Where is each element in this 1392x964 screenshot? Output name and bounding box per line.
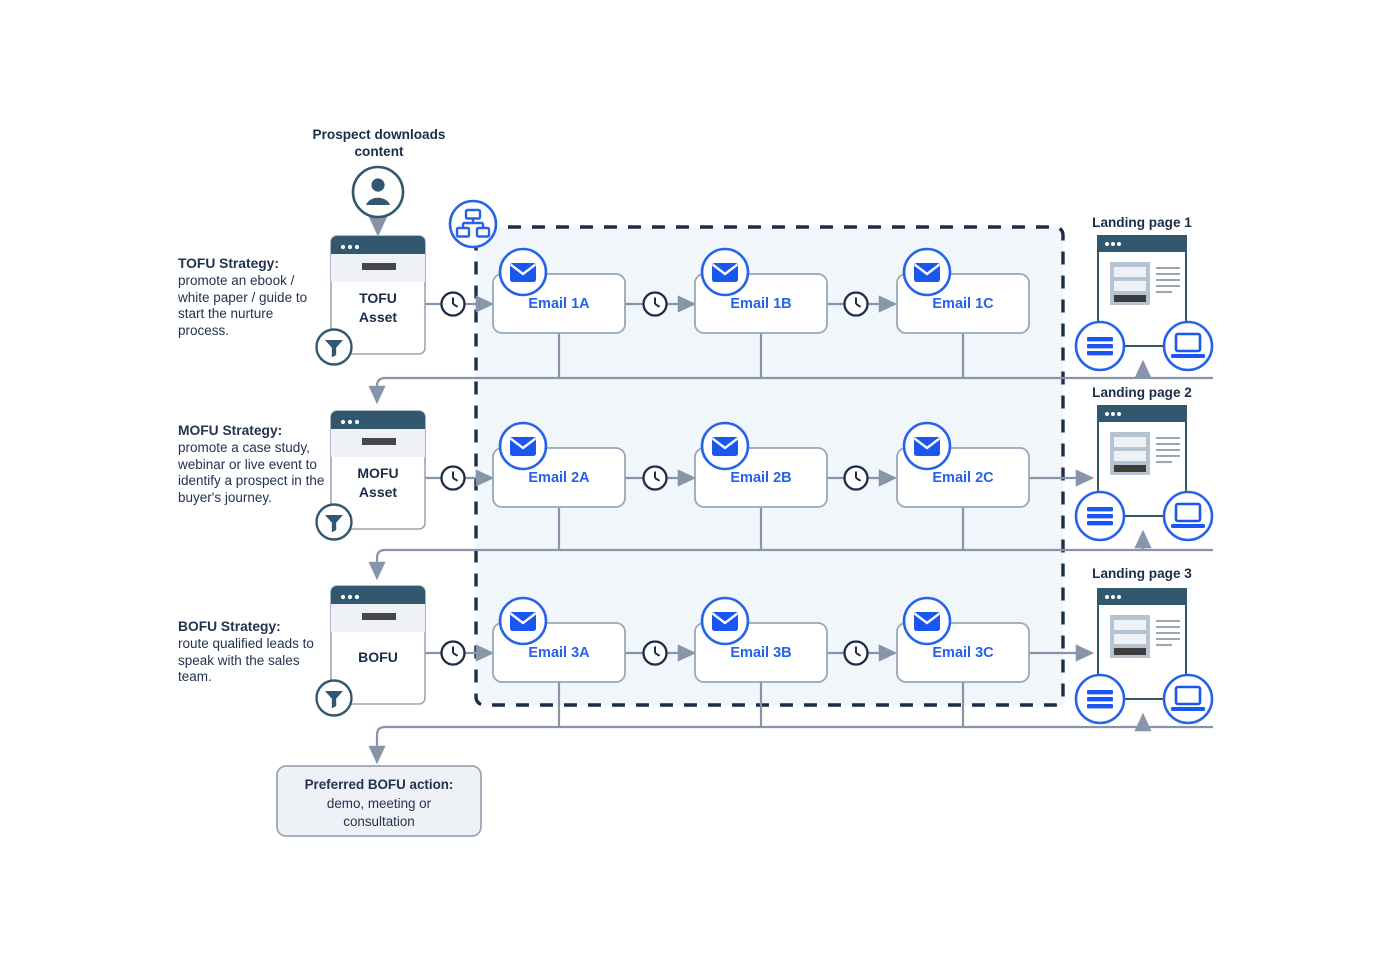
clock-icon-mofu-2 (642, 465, 668, 491)
prospect-downloads-label: Prospect downloads content (296, 126, 462, 160)
strategy-body-bofu: route qualified leads to speak with the … (178, 635, 314, 685)
clock-icon-bofu-3 (843, 640, 869, 666)
menu-icon-landing-1 (1074, 320, 1126, 372)
laptop-icon-landing-3 (1162, 673, 1214, 725)
asset-label-tofu-line1: TOFU (359, 290, 397, 306)
strategy-title-mofu: MOFU Strategy: (178, 423, 283, 438)
row-bofu-connectors (368, 644, 1213, 765)
asset-label-mofu-line1: MOFU (357, 465, 399, 481)
asset-card-mofu[interactable] (330, 410, 426, 530)
asset-label-tofu: TOFU Asset (330, 289, 426, 327)
preferred-bofu-action-line1: demo, meeting or (326, 795, 432, 811)
email-label-1b: Email 1B (730, 296, 792, 312)
envelope-icon-1a (498, 247, 548, 297)
preferred-bofu-action-box[interactable] (276, 765, 482, 837)
preferred-bofu-action-line2: consultation (343, 814, 415, 829)
email-label-3a: Email 3A (528, 645, 590, 661)
asset-card-tofu[interactable] (330, 235, 426, 355)
clock-icon-mofu-1 (440, 465, 466, 491)
strategy-text-bofu: BOFU Strategy: route qualified leads to … (178, 619, 328, 686)
clock-icon-bofu-2 (642, 640, 668, 666)
asset-label-bofu-line1: BOFU (358, 649, 398, 665)
strategy-text-tofu: TOFU Strategy: promote an ebook / white … (178, 256, 328, 340)
dashed-boundary (474, 225, 1065, 707)
funnel-icon-tofu (315, 328, 353, 366)
strategy-body-tofu: promote an ebook / white paper / guide t… (178, 272, 308, 339)
laptop-icon-landing-2 (1162, 490, 1214, 542)
person-icon (351, 165, 405, 219)
envelope-icon-1b (700, 247, 750, 297)
prospect-label-line2: content (354, 144, 404, 159)
preferred-bofu-action-title: Preferred BOFU action: (304, 777, 454, 792)
strategy-title-bofu: BOFU Strategy: (178, 619, 281, 634)
laptop-icon-landing-1 (1162, 320, 1214, 372)
asset-label-bofu: BOFU (330, 648, 426, 667)
clock-icon-tofu-1 (440, 291, 466, 317)
asset-card-bofu[interactable] (330, 585, 426, 705)
email-label-2c: Email 2C (932, 470, 994, 486)
row-tofu-connectors (367, 214, 1213, 405)
landing-page-label-1: Landing page 1 (1092, 215, 1192, 230)
row-mofu-connectors (368, 469, 1213, 581)
sitemap-icon (448, 199, 498, 249)
strategy-text-mofu: MOFU Strategy: promote a case study, web… (178, 423, 328, 507)
email-label-2a: Email 2A (528, 470, 590, 486)
email-label-3c: Email 3C (932, 645, 994, 661)
envelope-icon-3b (700, 596, 750, 646)
envelope-icon-2c (902, 421, 952, 471)
menu-icon-landing-3 (1074, 673, 1126, 725)
prospect-label-line1: Prospect downloads (312, 127, 446, 142)
clock-icon-bofu-1 (440, 640, 466, 666)
asset-label-mofu-line2: Asset (358, 484, 398, 500)
envelope-icon-3a (498, 596, 548, 646)
funnel-icon-mofu (315, 503, 353, 541)
strategy-title-tofu: TOFU Strategy: (178, 256, 279, 271)
envelope-icon-1c (902, 247, 952, 297)
asset-label-mofu: MOFU Asset (330, 464, 426, 502)
clock-icon-tofu-3 (843, 291, 869, 317)
envelope-icon-3c (902, 596, 952, 646)
email-label-1c: Email 1C (932, 296, 994, 312)
strategy-body-mofu: promote a case study, webinar or live ev… (178, 439, 325, 506)
menu-icon-landing-2 (1074, 490, 1126, 542)
envelope-icon-2b (700, 421, 750, 471)
funnel-icon-bofu (315, 679, 353, 717)
email-label-2b: Email 2B (730, 470, 792, 486)
asset-label-tofu-line2: Asset (358, 309, 398, 325)
clock-icon-tofu-2 (642, 291, 668, 317)
email-label-3b: Email 3B (730, 645, 792, 661)
preferred-bofu-action-text: Preferred BOFU action: demo, meeting or … (277, 776, 481, 832)
envelope-icon-2a (498, 421, 548, 471)
email-label-1a: Email 1A (528, 296, 590, 312)
landing-page-label-2: Landing page 2 (1092, 385, 1192, 400)
landing-page-label-3: Landing page 3 (1092, 566, 1192, 581)
clock-icon-mofu-3 (843, 465, 869, 491)
